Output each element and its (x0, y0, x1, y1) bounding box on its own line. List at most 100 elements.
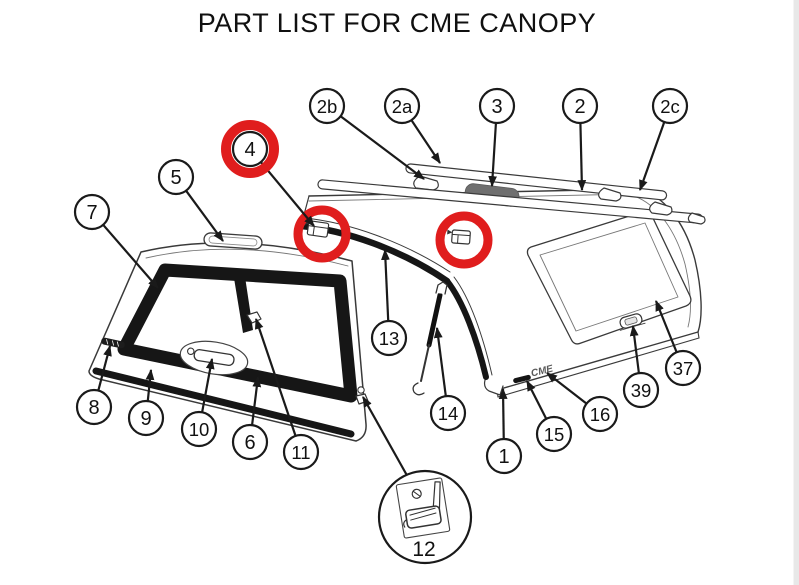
rear-door-illustration (88, 232, 369, 442)
callout-arrow-3 (488, 122, 498, 188)
callout-label-3: 3 (491, 96, 502, 118)
callout-circle-8 (75, 388, 113, 426)
callout-arrow-13 (381, 248, 390, 322)
callout-14: 14 (429, 326, 467, 432)
callout-label-15: 15 (544, 424, 565, 445)
callout-label-13: 13 (379, 328, 400, 349)
callout-circle-7 (73, 193, 111, 231)
callout-label-1: 1 (498, 446, 509, 468)
callout-arrow-2b (339, 115, 425, 180)
callout-15: 15 (526, 380, 573, 453)
strut-bottom-fitting (412, 382, 425, 396)
detail-bubble-leader (362, 396, 410, 480)
callout-highlight-ring-4 (221, 120, 279, 178)
callout-2c: 2c (638, 87, 689, 192)
callout-label-10: 10 (189, 419, 210, 440)
roof-bar-clamp-right (649, 201, 673, 216)
callout-arrow-2c (638, 121, 666, 192)
callout-label-2b: 2b (317, 96, 338, 117)
strut-rod (420, 344, 430, 382)
callout-4: 4 (221, 120, 315, 227)
callout-arrow-4 (260, 161, 315, 227)
callout-circle-1 (485, 437, 523, 475)
callout-circle-5 (157, 158, 195, 196)
callout-circle-11 (282, 433, 320, 471)
callout-arrow-10 (201, 357, 215, 413)
door-window-frame (117, 263, 358, 403)
callout-5: 5 (157, 158, 224, 242)
callout-3: 3 (478, 87, 516, 188)
callout-circle-10 (180, 410, 218, 448)
front-right-latch (447, 229, 471, 245)
canopy-front-corner-foot (483, 376, 504, 396)
callout-arrow-2a (410, 119, 441, 164)
front-right-latch-highlight (435, 211, 493, 269)
callout-10: 10 (180, 357, 218, 448)
detail-bubble-label: 12 (412, 538, 435, 561)
callout-6: 6 (231, 375, 269, 461)
callout-7: 7 (73, 193, 159, 289)
callout-label-8: 8 (88, 397, 99, 419)
callout-arrow-6 (250, 375, 262, 426)
door-brand-logo (101, 337, 125, 349)
callout-11: 11 (254, 317, 320, 471)
callout-label-5: 5 (170, 167, 181, 189)
gas-strut-illustration (412, 281, 448, 396)
callout-circle-2c (651, 87, 689, 125)
callout-label-39: 39 (631, 380, 652, 401)
callout-circle-16 (581, 395, 619, 433)
callout-label-37: 37 (673, 358, 694, 379)
callout-8: 8 (75, 344, 113, 426)
front-left-latch-highlight (293, 205, 351, 263)
callout-arrow-15 (526, 380, 548, 420)
callout-label-2a: 2a (392, 96, 413, 117)
callout-39: 39 (622, 324, 660, 409)
callout-circle-2b (308, 87, 346, 125)
callout-arrow-1 (498, 387, 508, 440)
callout-arrow-8 (97, 344, 112, 391)
callout-arrow-9 (145, 368, 155, 402)
door-latch-detail-art: 12 (395, 477, 451, 561)
callout-circle-14 (429, 394, 467, 432)
callout-arrow-5 (185, 190, 224, 242)
page-title: PART LIST FOR CME CANOPY (197, 8, 597, 38)
callout-13: 13 (370, 248, 408, 357)
callout-arrow-14 (433, 326, 447, 397)
page-edge-strip (793, 0, 799, 585)
callout-1: 1 (485, 387, 523, 475)
callout-circle-37 (664, 349, 702, 387)
roof-bar-end-foot (687, 212, 706, 225)
door-bottom-seal (92, 367, 355, 438)
rear-opening-pillar-seal (444, 278, 489, 380)
callout-label-2: 2 (574, 96, 585, 118)
callout-label-2c: 2c (660, 96, 680, 117)
callout-circle-3 (478, 87, 516, 125)
callout-circle-2 (561, 87, 599, 125)
callout-label-16: 16 (590, 404, 611, 425)
strut-cylinder (426, 292, 443, 348)
canopy-latches-illustration (302, 219, 471, 245)
callout-label-14: 14 (438, 403, 459, 424)
callout-circle-15 (535, 415, 573, 453)
callout-arrow-16 (546, 372, 588, 405)
roof-rack-bars-illustration (317, 163, 706, 225)
callout-16: 16 (546, 372, 619, 433)
callout-circle-6 (231, 423, 269, 461)
callout-9: 9 (127, 368, 165, 437)
roof-bar-clamp-mid (598, 187, 622, 202)
callout-2: 2 (561, 87, 599, 192)
callout-circle-2a (383, 87, 421, 125)
callout-arrow-11 (254, 317, 297, 437)
callout-label-7: 7 (86, 202, 97, 224)
callout-circle-4 (231, 130, 269, 168)
side-vent-slot (513, 374, 531, 384)
callout-37: 37 (654, 299, 702, 387)
strut-top-fitting (435, 281, 448, 295)
callout-2a: 2a (383, 87, 441, 164)
callout-2b: 2b (308, 87, 425, 180)
callout-label-9: 9 (140, 408, 151, 430)
callout-circle-9 (127, 399, 165, 437)
callout-circle-39 (622, 371, 660, 409)
